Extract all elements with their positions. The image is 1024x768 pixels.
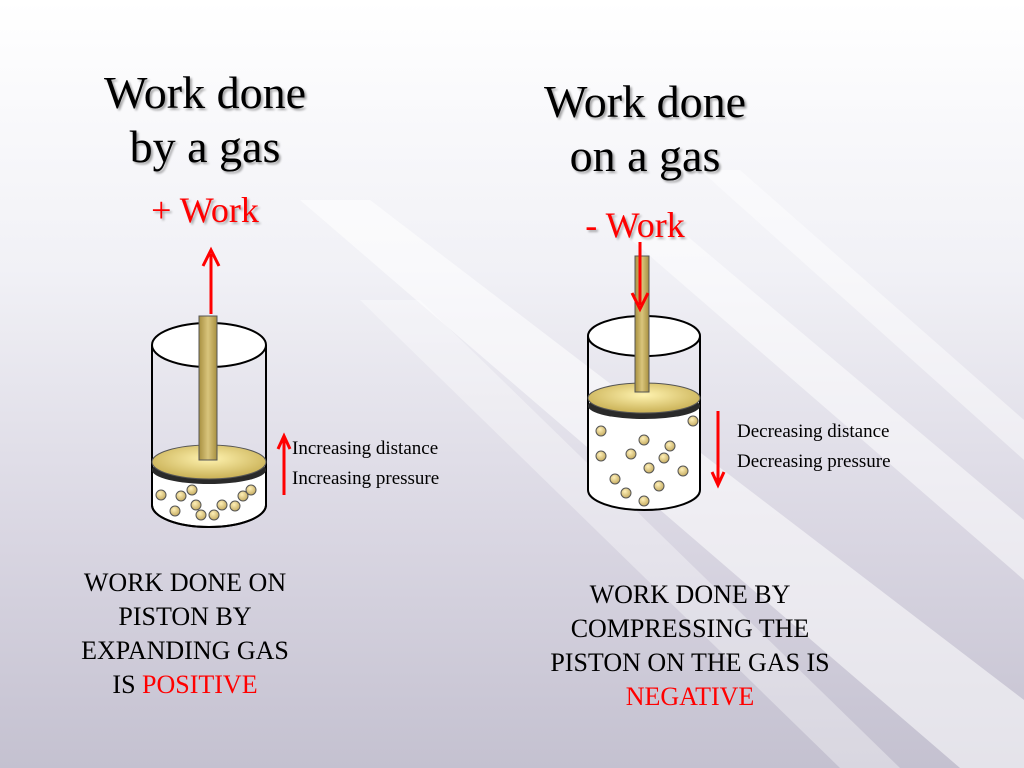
left-caption-line1: WORK DONE ON — [83, 568, 287, 597]
left-piston — [151, 444, 267, 484]
left-caption-prefix: IS — [112, 670, 143, 699]
left-sign-label: + Work — [151, 190, 259, 230]
right-caption-negative: NEGATIVE — [625, 682, 755, 711]
right-gas-molecules — [595, 415, 699, 507]
left-caption-line3: EXPANDING GAS — [81, 636, 289, 665]
left-note-pressure: Increasing pressure — [292, 468, 440, 489]
right-caption-line2: COMPRESSING THE — [570, 614, 810, 643]
left-note-distance: Increasing distance — [292, 438, 439, 459]
right-side-arrow-down — [710, 411, 726, 489]
right-piston-rod — [634, 255, 650, 393]
right-sign-label: - Work — [585, 205, 685, 245]
left-notes: Increasing distance Increasing pressure — [292, 434, 439, 494]
left-caption-line4: IS POSITIVE — [30, 668, 340, 702]
left-title-line2: by a gas — [129, 121, 281, 172]
right-title: Work done on a gas — [480, 75, 810, 183]
left-work-arrow-up — [201, 246, 221, 314]
left-title-line1: Work done — [104, 67, 306, 118]
right-note-distance: Decreasing distance — [737, 421, 890, 442]
left-side-arrow-up — [276, 432, 292, 495]
right-piston — [587, 382, 701, 419]
right-title-line2: on a gas — [569, 130, 721, 181]
left-caption-line2: PISTON BY — [118, 602, 252, 631]
right-title-line1: Work done — [544, 76, 746, 127]
right-caption-line3: PISTON ON THE GAS IS — [550, 648, 830, 677]
left-piston-rod — [198, 315, 218, 461]
left-caption: WORK DONE ON PISTON BY EXPANDING GAS IS … — [30, 566, 340, 702]
left-caption-positive: POSITIVE — [142, 670, 258, 699]
left-title: Work done by a gas — [40, 66, 370, 174]
right-caption-line1: WORK DONE BY — [589, 580, 791, 609]
right-note-pressure: Decreasing pressure — [737, 451, 891, 472]
left-gas-molecules — [155, 484, 257, 521]
right-work-arrow-down — [630, 242, 650, 313]
right-caption: WORK DONE BY COMPRESSING THE PISTON ON T… — [495, 578, 885, 714]
right-notes: Decreasing distance Decreasing pressure — [737, 417, 891, 477]
